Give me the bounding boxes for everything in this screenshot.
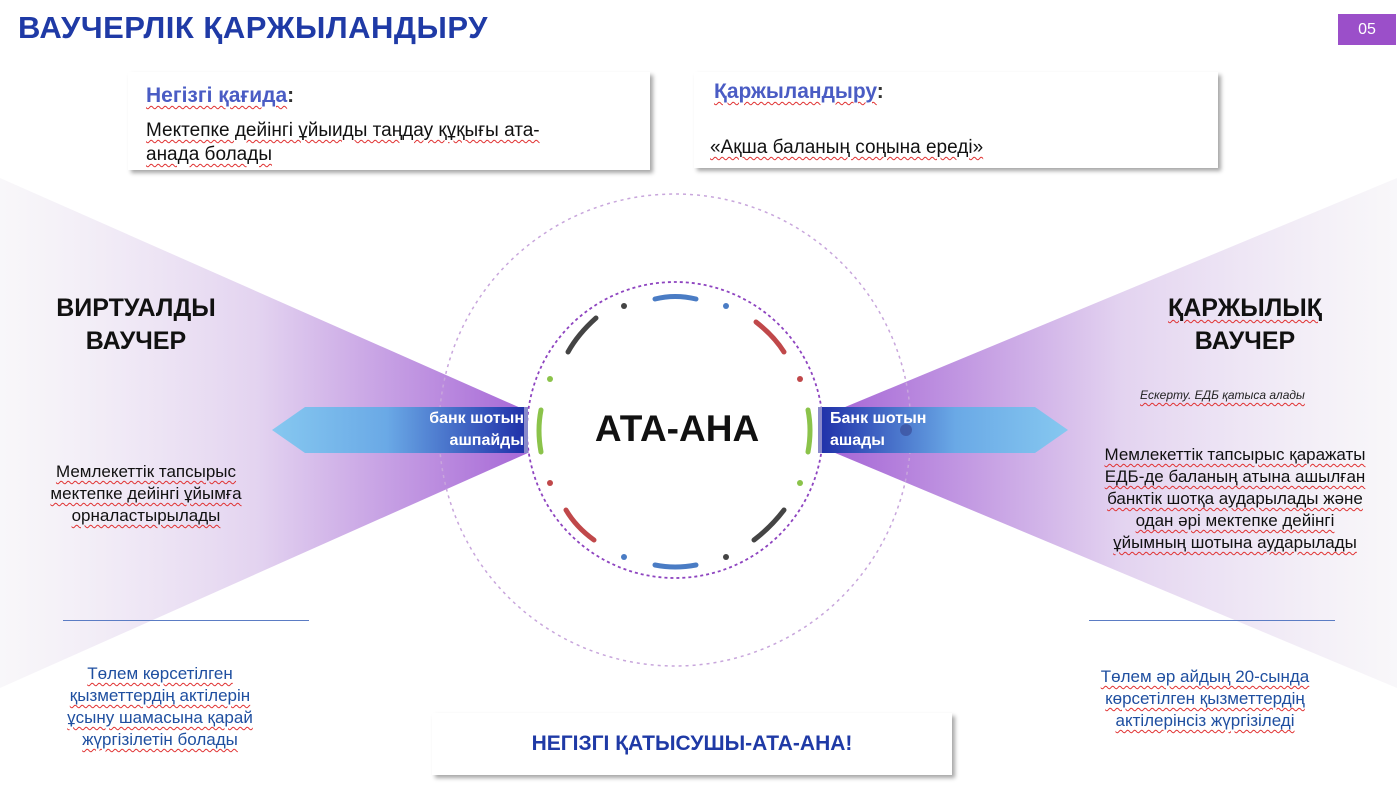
financial-voucher-payment: Төлем әр айдың 20-сында көрсетілген қызм…: [1100, 667, 1310, 730]
ring-segments: [536, 294, 813, 570]
main-participant-text: НЕГІЗГІ ҚАТЫСУШЫ-АТА-АНА!: [531, 732, 853, 755]
virtual-voucher-title: ВИРТУАЛДЫ ВАУЧЕР: [56, 294, 216, 355]
principle-box: Негізгі қағида: Мектепке дейінгі ұйыиды …: [128, 72, 650, 170]
right-arrow-dot: [900, 424, 912, 436]
right-funnel: [785, 178, 1397, 688]
ring-dots: [547, 303, 803, 560]
left-arrow-edge: [524, 407, 528, 453]
right-arrow: [818, 407, 1068, 453]
principle-text: Мектепке дейінгі ұйыиды таңдау құқығы ат…: [146, 120, 540, 165]
dot: [621, 554, 627, 560]
dot: [723, 554, 729, 560]
left-divider: [63, 620, 309, 621]
right-arrow-label: Банк шотын ашады: [830, 410, 927, 449]
arc-upper-right-red: [753, 319, 787, 355]
virtual-voucher-payment: Төлем көрсетілген қызметтердің актілерін…: [67, 664, 253, 749]
dot: [547, 376, 553, 382]
funding-box: Қаржыландыру: «Ақша баланың соңына ереді…: [694, 72, 1218, 168]
financial-voucher-description: Мемлекеттік тапсырыс қаражаты ЕДБ-де бал…: [1104, 445, 1366, 552]
dot: [547, 480, 553, 486]
financial-voucher-note: Ескерту. ЕДБ қатыса алады: [1140, 388, 1305, 402]
funding-text: «Ақша баланың соңына ереді»: [710, 137, 984, 158]
arc-top-blue: [652, 294, 699, 302]
funding-heading: Қаржыландыру:: [714, 80, 884, 103]
arc-bottom-blue: [652, 562, 699, 570]
arc-right-green: [805, 407, 813, 455]
financial-voucher-title: ҚАРЖЫЛЫҚ ВАУЧЕР: [1167, 294, 1322, 355]
page-title: ВАУЧЕРЛІК ҚАРЖЫЛАНДЫРУ: [18, 10, 488, 45]
center-parents-label: АТА-АНА: [594, 408, 760, 449]
virtual-voucher-description: Мемлекеттік тапсырыс мектепке дейінгі ұй…: [50, 462, 242, 525]
arc-left-green: [536, 407, 544, 455]
arc-lower-left-red: [563, 507, 597, 543]
dot: [621, 303, 627, 309]
dot: [723, 303, 729, 309]
left-arrow: [272, 407, 527, 453]
arc-upper-left-dark: [565, 315, 599, 355]
principle-heading: Негізгі қағида:: [146, 84, 295, 107]
left-arrow-label: банк шотын ашпайды: [429, 410, 524, 449]
dot: [797, 480, 803, 486]
dot: [797, 376, 803, 382]
page-number-badge: 05: [1338, 14, 1396, 45]
right-arrow-edge: [818, 407, 822, 453]
right-divider: [1089, 620, 1335, 621]
main-participant-box: НЕГІЗГІ ҚАТЫСУШЫ-АТА-АНА!: [432, 713, 952, 775]
arc-lower-right-dark: [751, 507, 787, 543]
